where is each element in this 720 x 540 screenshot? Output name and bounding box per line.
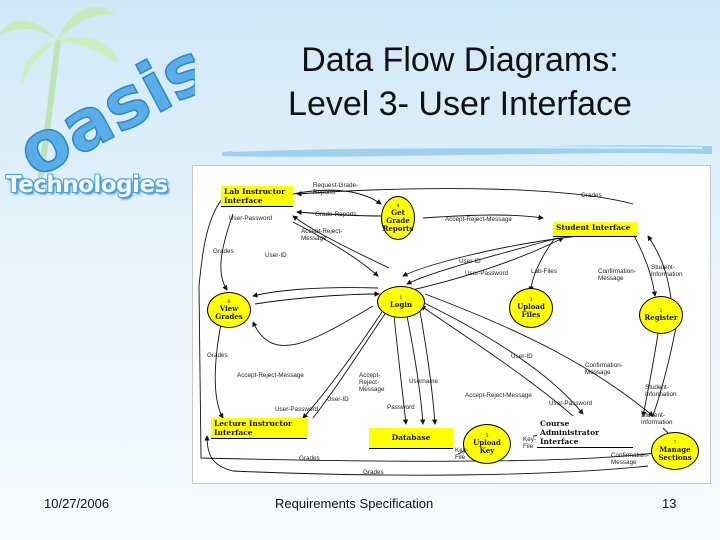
flow-label: Grades (213, 248, 234, 255)
process-get-grade-reports: 4 Get Grade Reports (381, 196, 415, 240)
page-number: 13 (662, 496, 677, 511)
footer-title: Requirements Specification (275, 496, 434, 511)
flow-label: Student- Information (645, 384, 677, 398)
flow-label: Grades (581, 192, 602, 199)
flow-label: Accept-Reject-Message (237, 372, 304, 379)
flow-label: User-ID (511, 353, 533, 360)
flow-label: User-Password (465, 270, 509, 277)
title-line-2: Level 3- User Interface (288, 85, 632, 123)
flow-label: Grade-Reports (315, 211, 357, 218)
process-upload-key: 5 Upload Key (463, 424, 511, 464)
flow-label: Grades (207, 352, 228, 359)
flow-label: Confirmation- Message (598, 268, 636, 282)
flow-label: Student- Information (651, 264, 683, 278)
flow-label: Lab-Files (531, 268, 557, 275)
flow-label: User-Password (549, 400, 593, 407)
flow-label: Accept-Reject- Message (301, 228, 343, 242)
flow-label: Student- Information (641, 412, 673, 426)
course-administrator-interface: Course Administrator Interface (537, 418, 633, 448)
flow-label: Key- File (523, 436, 536, 450)
flow-label: User-ID (327, 396, 349, 403)
flow-label: Accept-Reject-Message (465, 392, 532, 399)
student-interface: Student Interface (553, 222, 637, 237)
database-store: Database (369, 428, 453, 449)
footer-date: 10/27/2006 (44, 496, 110, 511)
palm-tree-icon (0, 7, 120, 181)
flow-label: User-ID (265, 252, 287, 259)
decorative-wave-divider (222, 145, 712, 157)
process-register: 2 Register (639, 296, 683, 334)
process-login: 1 Login (377, 286, 425, 318)
flow-label: User-Password (275, 406, 319, 413)
process-upload-files: 3 Upload Files (509, 288, 553, 328)
flow-label: Accept- Reject- Message (359, 372, 385, 393)
flow-label: Request-Grade- Reports (313, 182, 359, 196)
flow-label: Grades (299, 455, 320, 462)
flow-label: Password (387, 404, 415, 411)
flow-label: Key- File (455, 447, 468, 461)
flow-label: Username (409, 378, 439, 385)
flow-label: Confirmation- Message (611, 452, 649, 466)
flow-label: Grades (363, 469, 384, 476)
oasis-technologies-logo: oasis Technologies (0, 0, 222, 215)
lecture-instructor-interface: Lecture Instructor Interface (211, 418, 307, 439)
page-title: Data Flow Diagrams: Level 3- User Interf… (230, 38, 690, 126)
flow-label: Accept-Reject-Message (445, 216, 512, 223)
flow-label: User-Password (229, 215, 273, 222)
process-manage-sections: 7 Manage Sections (651, 432, 699, 470)
flow-label: User-ID (459, 258, 481, 265)
data-flow-diagram: Lab Instructor Interface Student Interfa… (192, 165, 711, 484)
flow-label: Confirmation- Message (585, 362, 623, 376)
logo-technologies-text: Technologies (6, 172, 168, 198)
process-view-grades: 6 View Grades (207, 292, 251, 328)
title-line-1: Data Flow Diagrams: (301, 41, 619, 79)
lab-instructor-interface: Lab Instructor Interface (221, 186, 293, 207)
